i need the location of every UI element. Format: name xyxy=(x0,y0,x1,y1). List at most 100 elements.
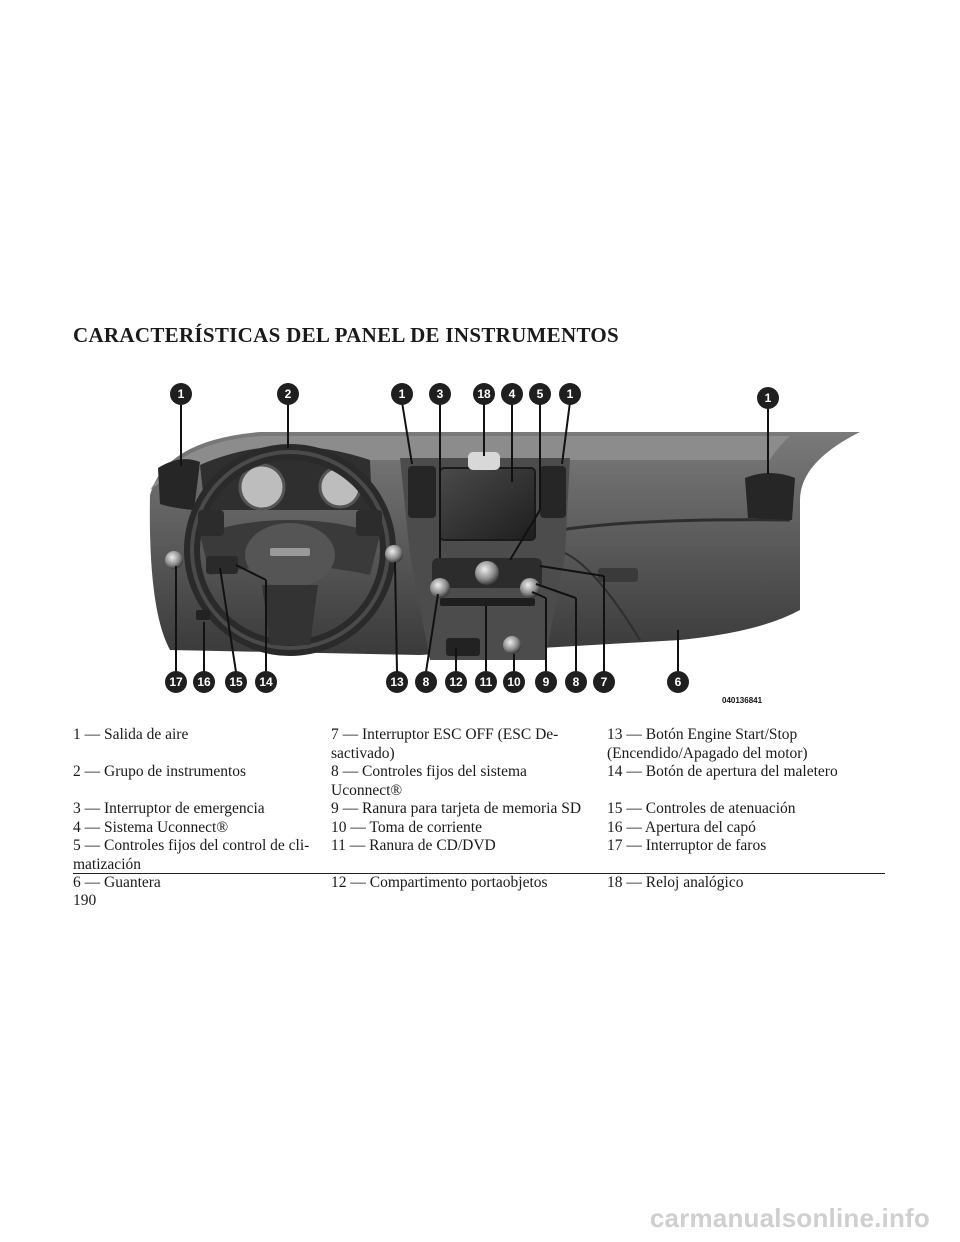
right-air-vent xyxy=(745,473,795,520)
watermark: carmanualsonline.info xyxy=(649,1203,930,1233)
uconnect-screen xyxy=(439,467,536,541)
svg-text:9: 9 xyxy=(543,675,550,689)
svg-text:7: 7 xyxy=(601,675,608,689)
left-knob xyxy=(430,578,450,598)
analog-clock xyxy=(468,452,500,470)
headlight-switch xyxy=(165,551,183,569)
callout-10: 10 xyxy=(503,671,525,693)
callout-7: 7 xyxy=(593,671,615,693)
legend-item-11: 11 — Ranura de CD/DVD xyxy=(331,837,496,854)
callout-9: 9 xyxy=(535,671,557,693)
glovebox-handle xyxy=(598,568,638,582)
svg-text:16: 16 xyxy=(197,675,211,689)
legend-item-18: 18 — Reloj analógico xyxy=(607,874,744,891)
legend-item-13: 13 — Botón Engine Start/Stop (Encendido/… xyxy=(607,726,808,762)
svg-text:4: 4 xyxy=(509,387,516,401)
legend-item-16: 16 — Apertura del capó xyxy=(607,818,756,836)
callout-8-left: 8 xyxy=(415,671,437,693)
hood-release xyxy=(196,610,210,620)
callout-6: 6 xyxy=(667,671,689,693)
svg-text:6: 6 xyxy=(675,675,682,689)
legend-row: 6 — Guantera 12 — Compartimento portaobj… xyxy=(73,874,885,893)
svg-text:13: 13 xyxy=(390,675,404,689)
callout-8-right: 8 xyxy=(565,671,587,693)
svg-text:8: 8 xyxy=(423,675,430,689)
svg-text:1: 1 xyxy=(765,391,772,405)
dashboard-illustration: 1 2 1 3 18 4 5 1 xyxy=(0,370,960,710)
steering-wheel-lower-spoke xyxy=(262,585,318,645)
svg-text:2: 2 xyxy=(285,387,292,401)
callout-11: 11 xyxy=(475,671,497,693)
callout-17: 17 xyxy=(165,671,187,693)
svg-text:17: 17 xyxy=(169,675,183,689)
legend-row: 3 — Interruptor de emergencia 9 — Ranura… xyxy=(73,800,885,819)
svg-text:15: 15 xyxy=(229,675,243,689)
speedometer xyxy=(238,463,286,511)
center-dial xyxy=(475,561,499,585)
leader-lines-top xyxy=(180,401,769,561)
legend-item-7: 7 — Interruptor ESC OFF (ESC De- sactiva… xyxy=(331,726,559,762)
engine-start-stop-button xyxy=(385,545,403,563)
legend-item-1: 1 — Salida de aire xyxy=(73,726,189,743)
legend-item-14: 14 — Botón de apertura del maletero xyxy=(607,763,838,780)
dashboard-svg: 1 2 1 3 18 4 5 1 xyxy=(149,383,861,705)
callout-1-center-left: 1 xyxy=(391,383,413,405)
legend-item-3: 3 — Interruptor de emergencia xyxy=(73,800,265,817)
svg-text:10: 10 xyxy=(507,675,521,689)
cd-slot xyxy=(440,598,535,606)
callout-18: 18 xyxy=(473,383,495,405)
callout-4: 4 xyxy=(501,383,523,405)
legend-item-9: 9 — Ranura para tarjeta de memoria SD xyxy=(331,800,582,817)
leader-lines-bottom xyxy=(175,561,679,673)
callout-5: 5 xyxy=(529,383,551,405)
legend-row: 5 — Controles fijos del control de cli- … xyxy=(73,837,885,874)
svg-text:1: 1 xyxy=(178,387,185,401)
right-wheel-controls xyxy=(356,510,382,536)
callout-16: 16 xyxy=(193,671,215,693)
callout-2: 2 xyxy=(277,383,299,405)
steering-wheel-emblem xyxy=(270,548,310,556)
svg-text:12: 12 xyxy=(449,675,463,689)
callout-1-left: 1 xyxy=(170,383,192,405)
callout-15: 15 xyxy=(225,671,247,693)
legend-row: 4 — Sistema Uconnect® 10 — Toma de corri… xyxy=(73,819,885,838)
legend-item-8: 8 — Controles fijos del sistema Uconnect… xyxy=(331,763,527,799)
left-wheel-controls xyxy=(198,510,224,536)
svg-text:5: 5 xyxy=(537,387,544,401)
callout-3: 3 xyxy=(429,383,451,405)
figure-code: 040136841 xyxy=(722,696,763,705)
svg-text:11: 11 xyxy=(480,675,493,689)
svg-text:1: 1 xyxy=(567,387,574,401)
dimmer-controls xyxy=(206,556,238,574)
legend-item-15: 15 — Controles de atenuación xyxy=(607,800,796,817)
svg-text:1: 1 xyxy=(399,387,406,401)
page-number: 190 xyxy=(73,892,97,909)
callout-14: 14 xyxy=(255,671,277,693)
legend-row: 1 — Salida de aire 7 — Interruptor ESC O… xyxy=(73,726,885,763)
legend-item-17: 17 — Interruptor de faros xyxy=(607,837,767,854)
center-left-vent xyxy=(408,466,436,518)
callout-1-center-right: 1 xyxy=(559,383,581,405)
svg-text:14: 14 xyxy=(259,675,273,689)
callout-13: 13 xyxy=(386,671,408,693)
legend-item-4: 4 — Sistema Uconnect® xyxy=(73,818,229,836)
power-outlet xyxy=(503,636,521,654)
svg-text:8: 8 xyxy=(573,675,580,689)
legend-item-10: 10 — Toma de corriente xyxy=(331,818,482,836)
center-right-vent xyxy=(540,466,566,518)
bottom-rule xyxy=(73,873,885,874)
glovebox-seam xyxy=(559,518,791,532)
left-air-vent xyxy=(158,459,200,510)
svg-text:18: 18 xyxy=(477,387,491,401)
page-title: CARACTERÍSTICAS DEL PANEL DE INSTRUMENTO… xyxy=(73,323,619,347)
legend-item-5: 5 — Controles fijos del control de cli- … xyxy=(73,837,310,873)
legend-item-12: 12 — Compartimento portaobjetos xyxy=(331,874,548,891)
legend-item-2: 2 — Grupo de instrumentos xyxy=(73,763,247,780)
legend-table: 1 — Salida de aire 7 — Interruptor ESC O… xyxy=(73,726,885,893)
callout-1-right: 1 xyxy=(757,387,779,409)
callout-12: 12 xyxy=(445,671,467,693)
legend-item-6: 6 — Guantera xyxy=(73,874,161,891)
svg-text:3: 3 xyxy=(437,387,444,401)
storage-compartment xyxy=(446,638,480,656)
legend-row: 2 — Grupo de instrumentos 8 — Controles … xyxy=(73,763,885,800)
